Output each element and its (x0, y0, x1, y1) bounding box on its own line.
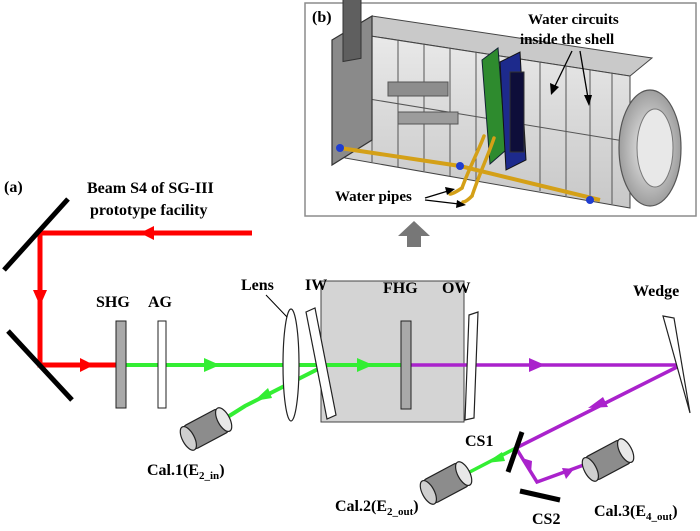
rail-joint (336, 144, 344, 152)
right-flange-bore (636, 108, 674, 188)
beam-splitter-cs2 (519, 488, 561, 503)
cs2-label: CS2 (532, 511, 560, 528)
internal-mount-rail (397, 111, 459, 125)
rail-joint (456, 162, 464, 170)
green-beam-arrowhead (254, 388, 272, 401)
red-beam-arrowhead (33, 290, 47, 306)
calorimeter-3 (581, 438, 635, 482)
input-window (305, 307, 337, 420)
cs1-label: CS1 (465, 433, 493, 450)
panel-a-tag: (a) (4, 179, 23, 196)
annotation-arrowhead (456, 200, 466, 208)
water-pipes (448, 134, 496, 204)
shg-label: SHG (96, 294, 130, 311)
panel-link-up-arrow (398, 221, 430, 247)
mirror-top (2, 197, 70, 272)
cal1-label: Cal.1(E2_in) (147, 462, 225, 482)
wedge-plate (662, 315, 691, 414)
panel-a: (a) Beam S4 of SG-III prototype facility (2, 179, 691, 528)
shg-crystal (115, 320, 127, 409)
ag-plate (157, 320, 167, 409)
conversion-chamber (320, 280, 465, 423)
cal2-label: Cal.2(E2_out) (335, 498, 419, 518)
ow-label: OW (442, 280, 470, 297)
calorimeter-1 (179, 407, 233, 451)
beam-label-line2: prototype facility (90, 202, 207, 219)
beam-splitter-cs1 (505, 431, 525, 473)
water-circuits-label-line1: Water circuits (528, 12, 619, 28)
green-beam-arrowhead (204, 358, 220, 372)
purple-beam-arrowhead (522, 458, 532, 473)
red-beam-arrowhead (80, 358, 94, 372)
purple-beam-arrowhead (529, 358, 545, 372)
ag-label: AG (148, 294, 173, 311)
water-pipes-label: Water pipes (335, 189, 412, 205)
wedge-label: Wedge (633, 283, 679, 300)
calorimeter-2 (419, 461, 473, 505)
green-leak-arrowhead (486, 452, 505, 463)
annotation-arrow (553, 50, 573, 89)
annotation-arrow (424, 199, 460, 205)
beam-label-line1: Beam S4 of SG-III (87, 180, 214, 197)
green-beam-arrowhead (357, 358, 373, 372)
cal2-subscript: 2_out (387, 506, 414, 518)
crystal-module-face (509, 71, 525, 153)
cal3-subscript: 4_out (646, 511, 673, 523)
red-beam (37, 230, 252, 368)
fhg-label: FHG (383, 280, 418, 297)
output-window (464, 311, 479, 421)
purple-beam-arrowhead (562, 468, 574, 479)
rail-joint (586, 196, 594, 204)
cal1-subscript: 2_in (199, 470, 219, 482)
panel-b-tag: (b) (312, 9, 332, 26)
red-beam-arrowhead (140, 226, 154, 240)
left-end-window (342, 0, 362, 63)
lens-leader (265, 294, 288, 318)
mirror-bottom (6, 329, 74, 402)
annotation-arrowhead (445, 187, 455, 195)
iw-label: IW (305, 277, 327, 294)
annotation-arrowhead (550, 83, 559, 95)
annotation-arrow (579, 50, 589, 99)
water-circuits-label-line2: inside the shell (520, 32, 614, 48)
cal3-label: Cal.3(E4_out) (594, 503, 678, 523)
annotation-arrowhead (584, 95, 592, 106)
annotation-arrow (424, 190, 449, 199)
internal-mount-rail (387, 81, 449, 97)
lens-label: Lens (241, 277, 274, 294)
chamber-render (331, 0, 682, 209)
fhg-crystal (400, 320, 412, 410)
purple-beam-arrowhead (588, 397, 608, 408)
panel-b: (b) (304, 0, 697, 217)
focusing-lens (282, 308, 300, 422)
